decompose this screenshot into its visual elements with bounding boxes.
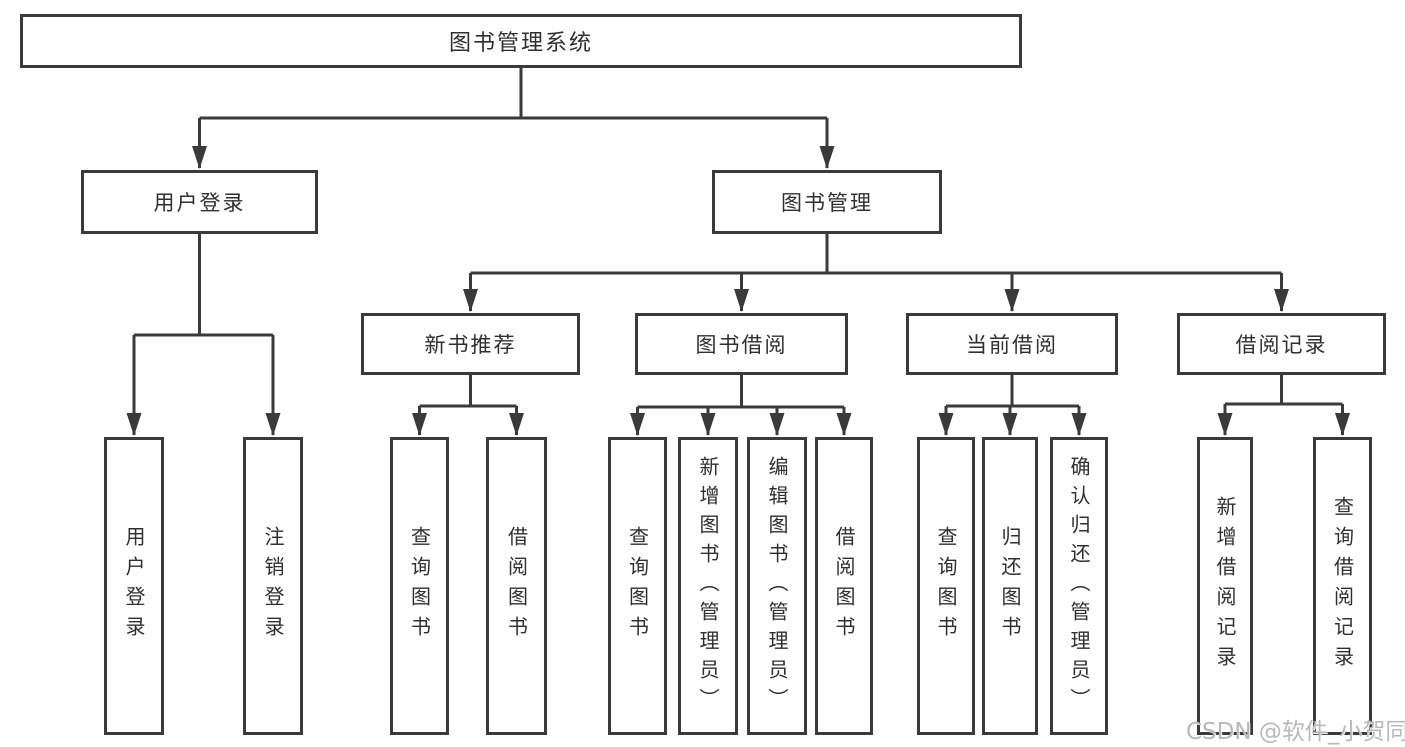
node-library-management-system: 图书管理系统: [20, 14, 1022, 68]
node-label: 确认归还（管理员）: [1067, 455, 1091, 717]
leaf-borrow-books-recommend: 借阅图书: [486, 437, 547, 735]
node-label: 借阅图书: [832, 526, 856, 646]
leaf-user-login: 用户登录: [104, 437, 164, 735]
leaf-query-books-recommend: 查询图书: [390, 437, 449, 735]
leaf-add-borrow-record: 新增借阅记录: [1197, 437, 1253, 735]
leaf-logout: 注销登录: [243, 437, 303, 735]
node-label: 查询图书: [625, 526, 650, 646]
node-label: 新增图书（管理员）: [696, 455, 720, 717]
node-label: 用户登录: [153, 191, 246, 215]
node-label: 图书管理系统: [448, 31, 593, 56]
node-book-management: 图书管理: [712, 170, 942, 234]
node-label: 借阅图书: [504, 526, 529, 646]
node-label: 新增借阅记录: [1213, 496, 1237, 676]
leaf-return-book: 归还图书: [982, 437, 1038, 735]
node-label: 查询借阅记录: [1330, 496, 1355, 676]
node-label: 查询图书: [407, 526, 432, 646]
node-label: 归还图书: [998, 526, 1022, 646]
leaf-add-book-admin: 新增图书（管理员）: [678, 437, 738, 735]
node-label: 用户登录: [122, 526, 146, 646]
leaf-query-borrow-record: 查询借阅记录: [1313, 437, 1372, 735]
node-book-borrowing: 图书借阅: [635, 313, 848, 375]
leaf-query-books-borrowing: 查询图书: [608, 437, 667, 735]
node-current-borrowing: 当前借阅: [906, 313, 1118, 375]
csdn-watermark: CSDN @软件_小贺同学: [1186, 719, 1405, 745]
node-label: 查询图书: [934, 526, 958, 646]
node-new-book-recommendation: 新书推荐: [361, 313, 580, 375]
node-label: 借阅记录: [1235, 333, 1328, 357]
leaf-query-books-current: 查询图书: [917, 437, 975, 735]
leaf-edit-book-admin: 编辑图书（管理员）: [747, 437, 807, 735]
node-label: 当前借阅: [966, 333, 1058, 357]
node-label: 编辑图书（管理员）: [765, 455, 789, 717]
node-label: 图书管理: [781, 191, 873, 215]
node-label: 图书借阅: [695, 333, 788, 357]
leaf-confirm-return-admin: 确认归还（管理员）: [1050, 437, 1108, 735]
node-label: 注销登录: [261, 526, 285, 646]
node-user-login: 用户登录: [81, 170, 318, 234]
leaf-borrow-books-borrowing: 借阅图书: [815, 437, 873, 735]
node-label: 新书推荐: [424, 333, 517, 357]
node-borrowing-records: 借阅记录: [1177, 313, 1386, 375]
